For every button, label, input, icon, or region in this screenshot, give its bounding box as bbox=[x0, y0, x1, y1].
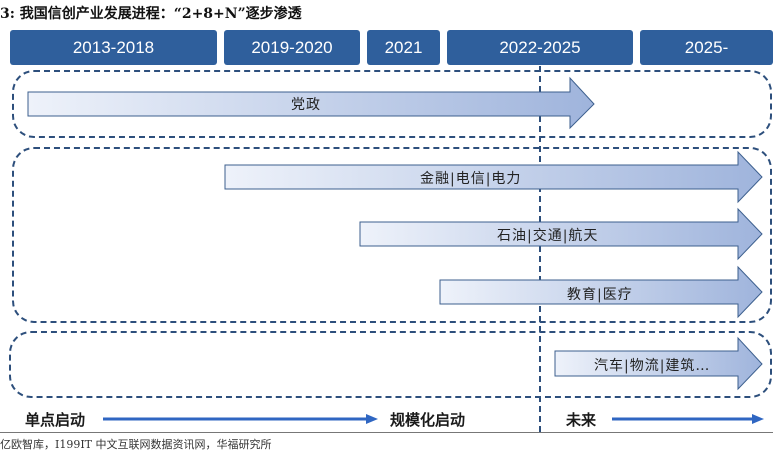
arrow-finance-telecom-power bbox=[224, 150, 763, 204]
group-other-industries bbox=[9, 331, 772, 398]
arrow-oil-transport-aerospace bbox=[359, 207, 763, 261]
arrow-party-government bbox=[27, 76, 595, 130]
figure-title: 3: 我国信创产业发展进程：“2+8+N”逐步渗透 bbox=[0, 6, 302, 22]
label-auto-logistics-construction: 汽车|物流|建筑… bbox=[594, 358, 711, 374]
phase-2021: 2021 bbox=[367, 30, 440, 65]
phase-2025-plus: 2025- bbox=[640, 30, 773, 65]
future-divider-line bbox=[539, 66, 541, 432]
label-education-medical: 教育|医疗 bbox=[567, 287, 633, 303]
timeline-middle-label: 规模化启动 bbox=[390, 411, 466, 429]
phase-2022-2025: 2022-2025 bbox=[447, 30, 633, 65]
group-party-government bbox=[12, 70, 772, 138]
footer-divider bbox=[0, 432, 773, 433]
timeline-arrowhead-2 bbox=[752, 414, 764, 424]
arrow-education-medical bbox=[439, 265, 763, 319]
timeline-future-label: 未来 bbox=[566, 411, 597, 429]
phase-2019-2020: 2019-2020 bbox=[224, 30, 360, 65]
label-oil-transport-aerospace: 石油|交通|航天 bbox=[497, 228, 599, 244]
group-key-industries bbox=[12, 147, 772, 323]
phase-2013-2018: 2013-2018 bbox=[10, 30, 217, 65]
label-finance-telecom-power: 金融|电信|电力 bbox=[420, 171, 522, 187]
arrow-auto-logistics-construction bbox=[554, 336, 763, 391]
timeline-start-label: 单点启动 bbox=[25, 411, 86, 429]
timeline-arrowhead-1 bbox=[366, 414, 378, 424]
label-party-government: 党政 bbox=[291, 97, 321, 113]
source-note: 亿欧智库，I199IT 中文互联网数据资讯网，华福研究所 bbox=[0, 438, 272, 451]
